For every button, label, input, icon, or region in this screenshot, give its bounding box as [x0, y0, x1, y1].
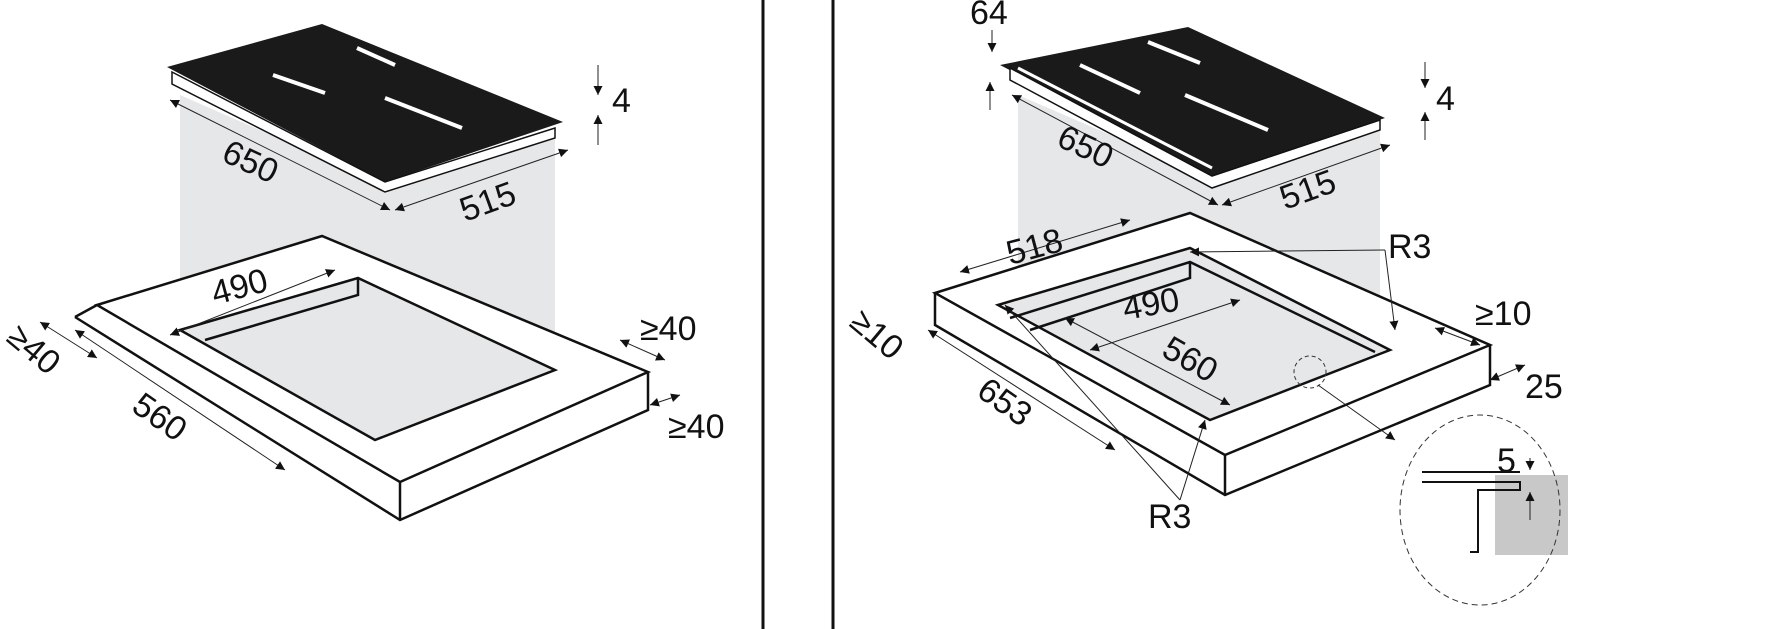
dim-clearance-front: ≥40	[668, 408, 724, 446]
edge-detail	[1399, 414, 1568, 606]
right-panel: 64 650 515 4 518 R3 490 560 ≥10 25 653 ≥…	[843, 0, 1568, 606]
detail-marker	[1293, 355, 1327, 389]
dim-glass-thickness: 4	[612, 82, 631, 120]
burner-mark	[272, 73, 326, 95]
dim-clearance-left: ≥40	[0, 317, 68, 382]
dim-clearance-side: ≥10	[1475, 295, 1531, 333]
burner-mark	[384, 96, 463, 130]
dim-line	[394, 148, 569, 212]
dim-edge-distance: 25	[1525, 368, 1563, 406]
dim-clearance-back: ≥40	[640, 310, 696, 348]
dim-line	[169, 99, 391, 211]
countertop	[74, 234, 652, 522]
dim-cutout-width: 560	[125, 385, 193, 449]
burner-mark	[1079, 63, 1141, 95]
dim-recess-depth: 5	[1497, 442, 1516, 480]
burner-mark	[356, 46, 396, 67]
dim-frame-height: 64	[970, 0, 1008, 32]
radius-label-bottom: R3	[1148, 498, 1191, 536]
left-panel: 650 515 4 490 560 ≥40 ≥40 ≥40	[0, 24, 724, 522]
dim-glass-thickness: 4	[1436, 80, 1455, 118]
radius-label-top: R3	[1388, 228, 1431, 266]
burner-mark	[1147, 40, 1201, 65]
dim-clearance-left: ≥10	[843, 302, 911, 367]
